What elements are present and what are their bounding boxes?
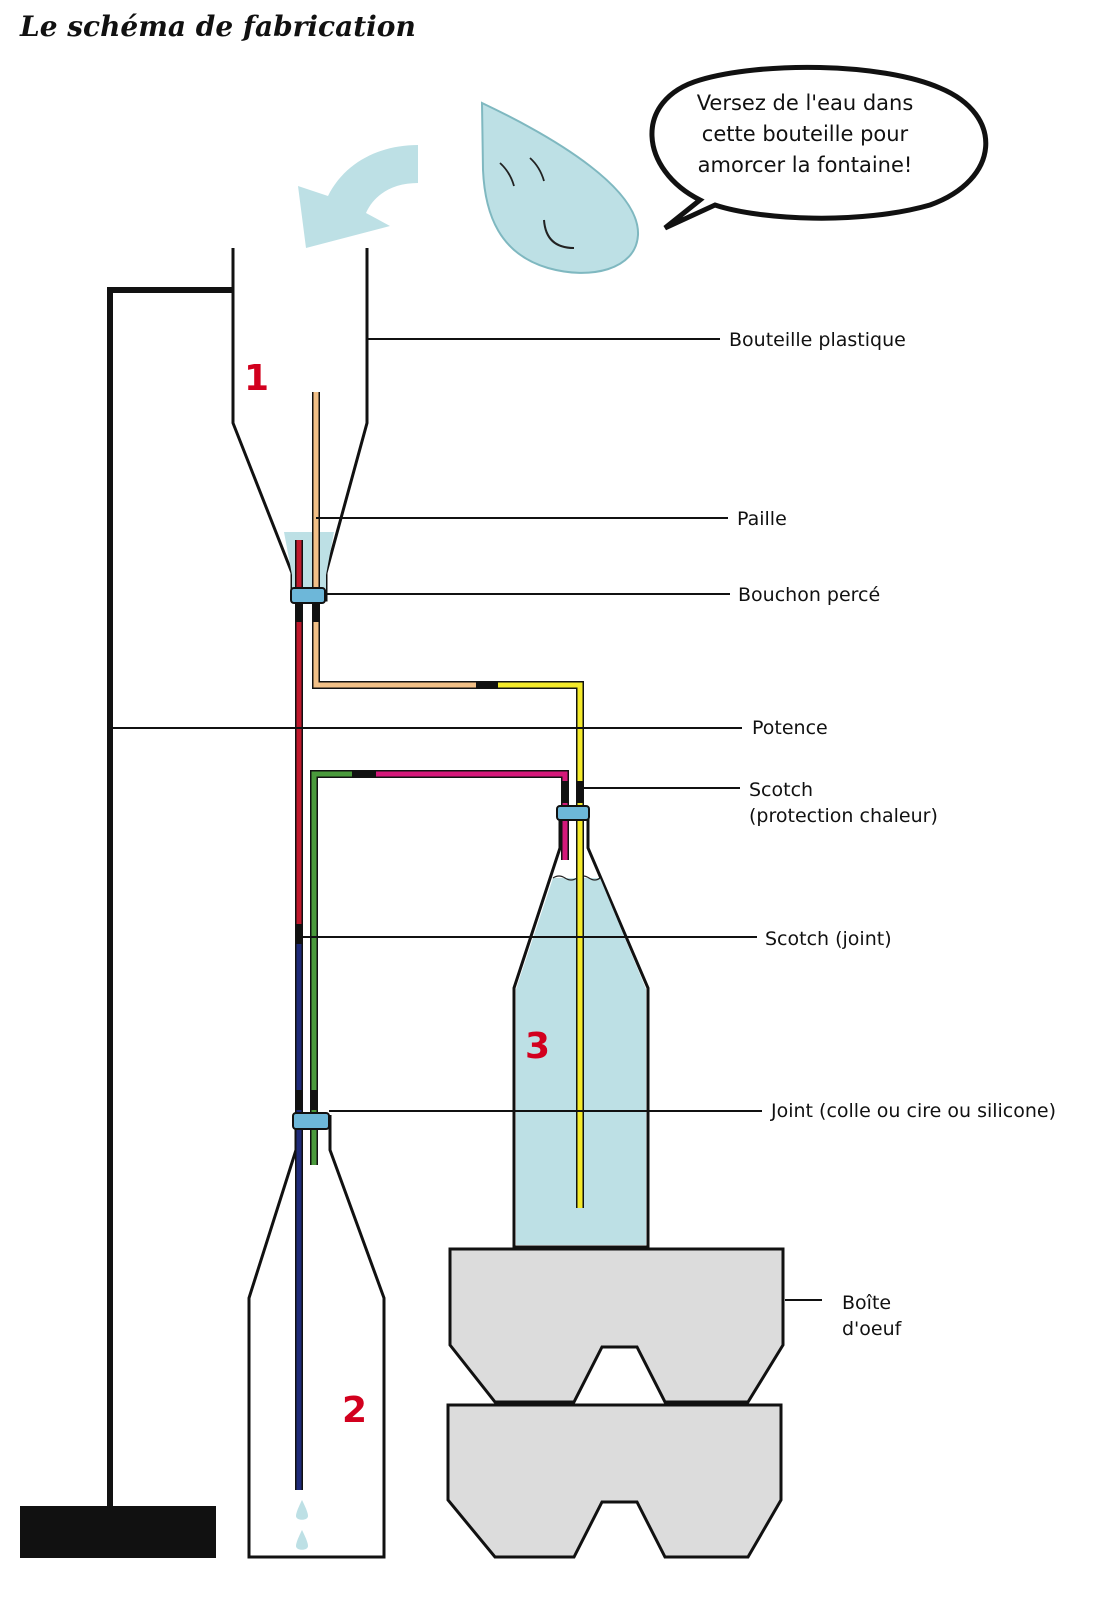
tube-outline bbox=[310, 770, 360, 1165]
tape-joint bbox=[352, 770, 376, 778]
drop-eye-right-icon bbox=[529, 157, 545, 182]
label-joint: Joint (colle ou cire ou silicone) bbox=[770, 1100, 1056, 1122]
water-drop-character bbox=[480, 101, 640, 274]
tape-joint bbox=[295, 604, 303, 622]
tape-joint bbox=[310, 1090, 318, 1110]
tape-joints bbox=[295, 604, 584, 1110]
label-scotch-joint: Scotch (joint) bbox=[765, 928, 892, 950]
cap-bottle-3 bbox=[556, 805, 590, 821]
speech-bubble-shape bbox=[649, 64, 989, 231]
pierced-caps bbox=[290, 587, 590, 1130]
potence-stand bbox=[20, 287, 232, 1558]
egg-box-bottom bbox=[446, 1403, 783, 1559]
straw-orange bbox=[313, 392, 478, 688]
label-scotch-chaleur-line-1: Scotch bbox=[749, 779, 813, 801]
pour-arrow-icon bbox=[298, 145, 418, 248]
cap-bottle-2 bbox=[292, 1112, 330, 1130]
tape-joint bbox=[295, 924, 303, 944]
labels: Bouteille plastique Paille Bouchon percé… bbox=[729, 329, 1056, 1340]
tape-joint bbox=[295, 1090, 303, 1110]
drop-eye-left-icon bbox=[499, 162, 515, 187]
drop-icon bbox=[296, 1500, 308, 1520]
egg-box-top bbox=[448, 1247, 785, 1404]
egg-boxes bbox=[446, 1247, 785, 1559]
water-drop-body bbox=[480, 101, 640, 274]
tube-outline bbox=[360, 770, 569, 860]
bottle-2-outline bbox=[247, 1115, 386, 1559]
straw-yellow bbox=[478, 682, 583, 1208]
leader-lines bbox=[110, 338, 822, 1301]
straw-pink bbox=[360, 771, 568, 860]
straw-green bbox=[311, 771, 360, 1165]
bottle-2 bbox=[247, 1115, 386, 1559]
tape-joint bbox=[576, 781, 584, 803]
cap-bottle-1 bbox=[290, 587, 326, 604]
speech-bubble-line-2: cette bouteille pour bbox=[702, 122, 909, 146]
bottle-number-2: 2 bbox=[342, 1390, 367, 1431]
bottle-number-3: 3 bbox=[525, 1026, 550, 1067]
speech-bubble-line-1: Versez de l'eau dans bbox=[697, 91, 914, 115]
speech-bubble: Versez de l'eau dans cette bouteille pou… bbox=[649, 64, 989, 231]
speech-bubble-line-3: amorcer la fontaine! bbox=[698, 153, 913, 177]
label-boite-line-2: d'oeuf bbox=[842, 1318, 903, 1340]
page-title: Le schéma de fabrication bbox=[19, 10, 416, 43]
drop-smile-icon bbox=[543, 219, 575, 249]
label-paille: Paille bbox=[737, 508, 787, 530]
potence-base bbox=[20, 1506, 216, 1558]
label-boite-line-1: Boîte bbox=[842, 1292, 891, 1314]
label-scotch-chaleur-line-2: (protection chaleur) bbox=[749, 805, 938, 827]
tape-joint bbox=[561, 781, 569, 803]
label-bouteille-plastique: Bouteille plastique bbox=[729, 329, 906, 351]
label-potence: Potence bbox=[752, 717, 828, 739]
bottle-number-1: 1 bbox=[244, 358, 269, 399]
drop-icon bbox=[296, 1530, 308, 1550]
tape-joint bbox=[312, 604, 320, 622]
tape-joint bbox=[476, 681, 498, 689]
label-bouchon-perce: Bouchon percé bbox=[738, 584, 880, 606]
